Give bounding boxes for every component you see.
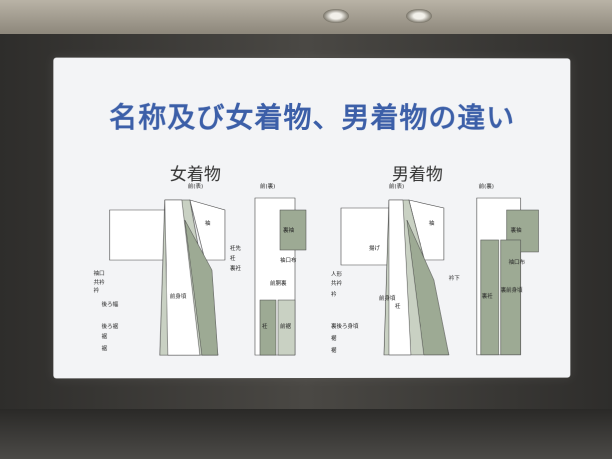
label-side: 人形 [331, 270, 342, 278]
womens-back-view: 前(裏) 裏袖 袖口布 前胴裏 衽 前裾 [254, 182, 307, 356]
womens-kimono-diagram: 前(表) 袖 袖口 共衿 衿 後ろ幅 前身頃 後ろ裾 裾 裾 衽先 衽 裏衽 [94, 182, 307, 356]
sleeve-right-shape [189, 199, 226, 261]
label-collar-cover: 共衿 [94, 278, 106, 286]
label-cuff: 袖口 [94, 269, 105, 277]
label-cuff-lining: 袖口布 [280, 256, 297, 264]
label-hem: 裾 [331, 334, 337, 342]
sleeve-shape [340, 207, 390, 266]
label-side-under: 衿下 [449, 274, 460, 282]
label-hem-lining: 前裾 [280, 322, 291, 330]
slide-title: 名称及び女着物、男着物の違い [109, 100, 516, 135]
label-front-body: 前身頃 [170, 292, 187, 300]
view-label: 前(表) [389, 182, 404, 190]
label-okumi: 衽 [262, 322, 268, 330]
ceiling-light [323, 9, 349, 23]
view-label: 前(裏) [260, 182, 275, 190]
label-back-hem: 後ろ裾 [102, 322, 119, 330]
label-tuck: 揚げ [369, 244, 380, 252]
label-okumi: 裏衽 [482, 292, 493, 300]
sleeve-shape [109, 209, 165, 260]
projected-slide: 名称及び女着物、男着物の違い 女着物 男着物 前(表) 袖 袖口 共衿 衿 後ろ… [53, 57, 571, 379]
label-lining-sleeve: 裏袖 [511, 226, 522, 234]
label-hem: 裾 [102, 332, 108, 340]
label-hem-edge: 裾 [331, 346, 337, 354]
label-collar: 衿 [331, 290, 337, 298]
mens-front-view: 前(表) 袖 揚げ 人形 共衿 衿 前身頃 衽 衿下 裏後ろ身頃 裾 裾 [331, 182, 460, 356]
label-front-body: 前身頃 [379, 294, 396, 302]
view-label: 前(表) [188, 182, 203, 190]
floor [0, 409, 612, 459]
label-collar: 衿 [94, 286, 100, 294]
okumi-lining-shape [259, 299, 277, 356]
label-front-edge: 衽 [230, 254, 236, 262]
okumi-shape [184, 219, 218, 356]
label-collar-cover: 共衿 [331, 279, 342, 287]
mens-kimono-diagram: 前(表) 袖 揚げ 人形 共衿 衿 前身頃 衽 衿下 裏後ろ身頃 裾 裾 前(裏… [331, 182, 548, 370]
label-lining-okumi: 裏衽 [230, 264, 242, 272]
label-front-lining: 前胴裏 [270, 279, 287, 287]
label-lining-sleeve: 裏袖 [283, 226, 294, 234]
view-label: 前(裏) [479, 182, 494, 190]
label-okumi-tip: 衽先 [230, 244, 242, 252]
label-front-lining: 裏前身頃 [501, 286, 523, 294]
ceiling [0, 0, 612, 34]
lining-sleeve-shape [279, 209, 307, 251]
womens-front-view: 前(表) 袖 袖口 共衿 衿 後ろ幅 前身頃 後ろ裾 裾 裾 衽先 衽 裏衽 [94, 182, 242, 356]
ceiling-light [406, 9, 432, 23]
mens-back-view: 前(裏) 裏袖 袖口布 裏衽 裏前身頃 [477, 182, 539, 355]
label-back-width: 後ろ幅 [102, 300, 119, 308]
label-hem-padding: 裾 [102, 344, 108, 352]
label-cuff-lining: 袖口布 [509, 258, 526, 266]
label-back-lining: 裏後ろ身頃 [331, 322, 359, 330]
front-lining-shape [501, 240, 521, 355]
hem-lining-shape [277, 299, 296, 356]
label-sleeve: 袖 [205, 219, 211, 227]
label-sleeve: 袖 [429, 219, 435, 227]
label-okumi: 衽 [395, 302, 401, 310]
